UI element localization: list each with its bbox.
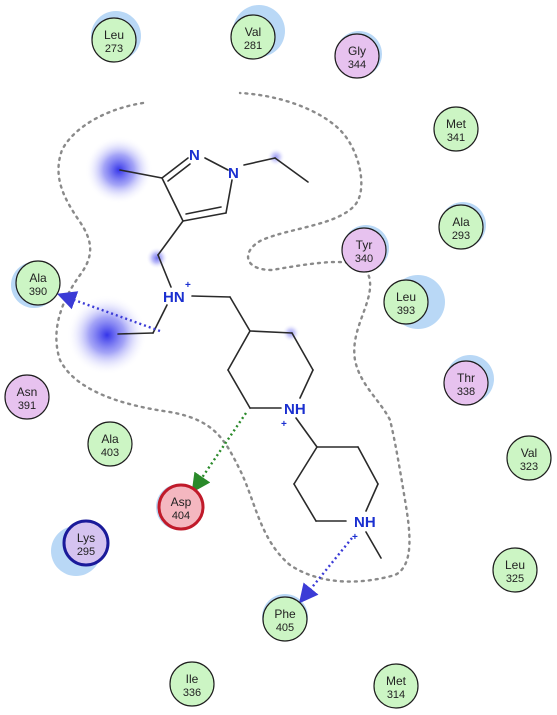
residue-number-met314: 314 [387,689,405,701]
residue-name-asp404: Asp [171,495,192,509]
residue-disc-val281 [230,14,276,60]
interaction-lines [56,291,353,604]
residue-number-leu273: 273 [105,43,123,55]
residue-disc-lys295 [62,519,110,567]
pyrazole-n2-label: N [189,147,200,164]
residue-disc-leu273 [91,17,137,63]
residue-name-leu393: Leu [396,290,416,304]
residue-number-asn391: 391 [18,400,36,412]
residue-number-ala390: 390 [29,286,47,298]
residue-disc-ala293 [438,204,484,250]
residue-disc-met314 [373,663,419,709]
residue-disc-thr338 [443,360,489,406]
piperidine1-n-label: NH [284,401,306,418]
residue-name-ile336: Ile [186,672,199,686]
hbond-amine-ala390 [56,291,161,333]
residue-name-leu273: Leu [104,28,124,42]
residue-name-lys295: Lys [77,531,95,545]
residue-disc-phe405 [262,596,308,642]
residue-name-ala390: Ala [29,271,47,285]
residue-number-tyr340: 340 [355,253,373,265]
residue-number-leu325: 325 [506,573,524,585]
residue-name-ala403: Ala [101,432,119,446]
residue-number-gly344: 344 [348,59,366,71]
exposure-blob-methyl [85,136,153,204]
residue-disc-tyr340 [341,227,387,273]
residue-name-val281: Val [245,25,261,39]
residue-number-leu393: 393 [397,305,415,317]
residue-name-met314: Met [386,674,407,688]
residue-number-phe405: 405 [276,622,294,634]
residue-number-lys295: 295 [77,546,95,558]
residue-number-ala403: 403 [101,447,119,459]
residue-disc-asn391 [4,374,50,420]
residue-name-gly344: Gly [348,44,366,58]
pyrazole-n1-label: N [228,165,239,182]
amine-n-label: HN [163,289,185,306]
residue-number-val323: 323 [520,461,538,473]
exposure-blob-small-1 [146,247,168,269]
residue-name-ala293: Ala [452,215,470,229]
residue-name-phe405: Phe [274,607,296,621]
residue-name-met341: Met [446,117,467,131]
residue-name-thr338: Thr [457,371,475,385]
residue-disc-gly344 [334,33,380,79]
pocket-outline [55,91,411,583]
residue-name-val323: Val [521,446,537,460]
residue-number-asp404: 404 [172,510,190,522]
residue-disc-ile336 [169,661,215,707]
residue-name-leu325: Leu [505,558,525,572]
residue-number-val281: 281 [244,40,262,52]
amine-charge: + [185,280,191,291]
exposure-blob-ethyl [67,295,147,375]
residue-number-met341: 341 [447,132,465,144]
residue-disc-ala390 [15,260,61,306]
residue-disc-leu393 [383,279,429,325]
residue-number-ile336: 336 [183,687,201,699]
residue-name-tyr340: Tyr [356,238,373,252]
residue-disc-leu325 [492,547,538,593]
residue-name-asn391: Asn [17,385,38,399]
hbond-piperidine2-phe405 [298,537,353,604]
residue-disc-asp404 [157,483,205,531]
ligand-bonds [117,157,382,559]
residue-disc-met341 [433,106,479,152]
piperidine1-charge: + [281,419,287,430]
ligand-atoms: N N HN + NH + NH + [163,147,376,543]
piperidine2-n-label: NH [354,514,376,531]
residue-number-ala293: 293 [452,230,470,242]
piperidine2-charge: + [352,532,358,543]
residue-disc-val323 [506,435,552,481]
residue-number-thr338: 338 [457,386,475,398]
residue-disc-ala403 [87,421,133,467]
